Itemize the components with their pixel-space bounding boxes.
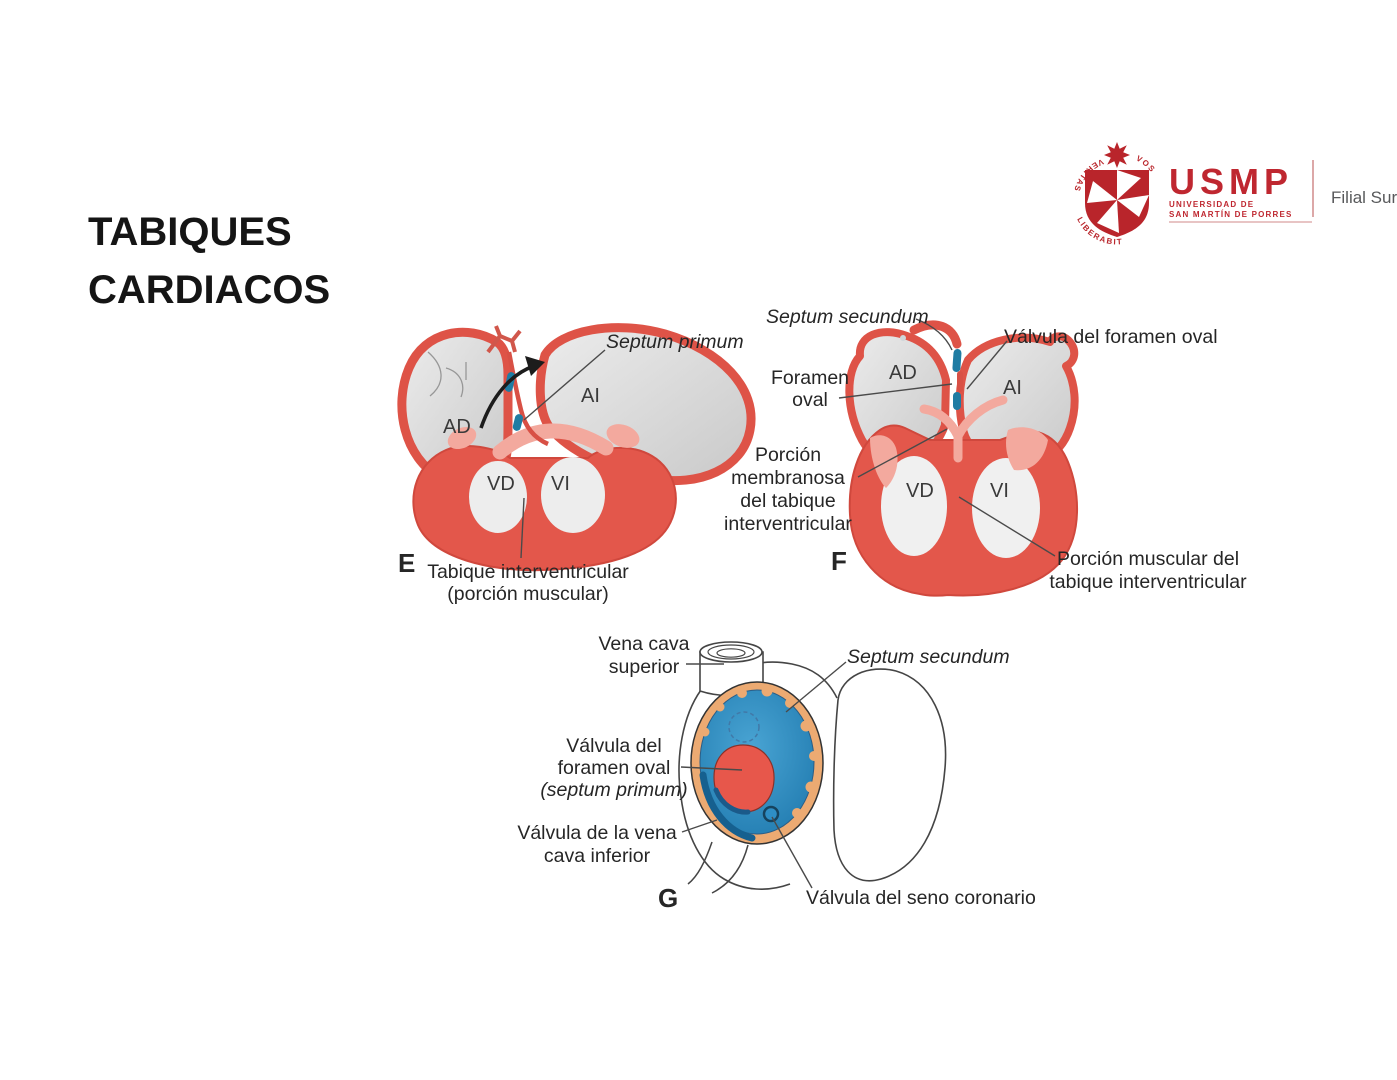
label-porcion-membranosa-f: Porción membranosa del tabique intervent… <box>713 444 863 536</box>
right-atrium-e <box>397 327 513 490</box>
branch-label: Filial Sur <box>1331 188 1397 207</box>
membranosa-line3: del tabique <box>740 490 836 512</box>
heart-diagram-e <box>397 323 756 572</box>
flow-arrowhead-e <box>525 356 545 376</box>
left-atrium-f <box>955 332 1079 472</box>
leader-tabique-e <box>520 497 525 559</box>
valvula-foramen-line2: foramen oval <box>557 757 671 779</box>
university-name-line2: SAN MARTÍN DE PORRES <box>1169 210 1293 219</box>
ventricular-wall-e <box>412 445 677 572</box>
label-ai-f: AI <box>1003 377 1022 399</box>
coronary-sinus-hole-g <box>762 805 780 823</box>
panel-letter-g: G <box>658 883 679 913</box>
label-valvula-foramen-g: Válvula del foramen oval (septum primum) <box>534 735 694 801</box>
star-icon <box>1104 142 1130 168</box>
foramen-valve-red-g <box>713 744 775 813</box>
superior-vena-cava-tube-g <box>699 651 764 697</box>
label-vi-f: VI <box>990 480 1009 502</box>
caption-tabique-e: Tabique interventricular (porción muscul… <box>418 561 638 605</box>
septum-blue-lower-f <box>953 392 961 410</box>
atrial-notch-e <box>486 325 522 354</box>
label-porcion-muscular-f: Porción muscular del tabique interventri… <box>1038 548 1258 594</box>
vena-inferior-line1: Válvula de la vena <box>517 822 677 844</box>
page-title: TABIQUES CARDIACOS <box>88 203 330 319</box>
caption-tabique-line1: Tabique interventricular <box>427 561 629 583</box>
label-septum-secundum-f: Septum secundum <box>766 306 929 328</box>
title-line-1: TABIQUES <box>88 210 292 254</box>
leader-membranosa-f <box>857 428 948 478</box>
septum-primum-line <box>506 351 549 447</box>
septum-blue-upper-e <box>504 372 516 392</box>
scalloped-edge-g <box>700 685 819 818</box>
inferior-vena-cava-outline-g <box>687 841 749 894</box>
valvula-foramen-line1: Válvula del <box>566 735 662 757</box>
valvula-foramen-line3: (septum primum) <box>540 779 688 801</box>
vena-inferior-line2: cava inferior <box>543 845 651 867</box>
label-vena-cava-g: Vena cava superior <box>584 633 704 679</box>
usmp-wordmark: USMP <box>1169 161 1293 202</box>
cushion-left-f <box>870 435 898 488</box>
cushion-right-e <box>606 424 640 448</box>
label-vd-e: VD <box>487 473 515 495</box>
panel-letter-f: F <box>831 546 847 576</box>
valve-shadow-g <box>713 787 751 815</box>
atrial-notch-f <box>900 335 906 341</box>
leader-septum-secundum-g <box>785 661 847 713</box>
university-name-line1: UNIVERSIDAD DE <box>1169 200 1254 209</box>
heart-diagram-g <box>678 641 947 894</box>
dashed-circle-g <box>728 711 760 743</box>
membranosa-line1: Porción <box>754 444 822 466</box>
flow-arrow-e <box>479 364 535 429</box>
leader-vena-inferior-g <box>681 819 718 833</box>
fossa-rim-orange-g <box>690 681 824 845</box>
leader-foramen-oval-f <box>838 383 953 399</box>
heart-outline-right-g <box>832 668 947 882</box>
leader-seno-coronario-g <box>771 816 813 889</box>
label-foramen-oval-f: Foramen oval <box>765 367 855 411</box>
right-atrium-f <box>845 328 950 470</box>
septum-blue-upper-f <box>952 349 962 372</box>
label-ai-e: AI <box>581 385 600 407</box>
caption-tabique-line2: (porción muscular) <box>447 583 609 605</box>
title-line-2: CARDIACOS <box>88 268 331 312</box>
leader-valvula-foramen-f <box>966 340 1008 390</box>
foramen-valve-f <box>919 395 1008 463</box>
right-ventricle-chamber-f <box>881 456 947 556</box>
label-valvula-foramen-f: Válvula del foramen oval <box>1004 326 1218 348</box>
atrial-appendage-outline-g <box>711 661 838 699</box>
heart-outline-left-g <box>678 689 791 890</box>
blue-shadow-crescent-g <box>699 771 756 842</box>
usmp-logo: VERITAS LIBERABIT VOS USMP UNIVERSIDAD D… <box>1072 142 1397 247</box>
label-ad-f: AD <box>889 362 917 384</box>
membranosa-line2: membranosa <box>731 467 845 489</box>
left-ventricle-chamber-f <box>972 458 1040 558</box>
muscular-line2: tabique interventricular <box>1049 571 1247 593</box>
trabeculae-detail-e <box>427 351 467 398</box>
membranosa-line4: interventricular <box>724 513 852 535</box>
muscular-line1: Porción muscular del <box>1056 548 1240 570</box>
usmp-shield-icon: VERITAS LIBERABIT VOS <box>1072 142 1156 247</box>
label-vi-e: VI <box>551 473 570 495</box>
label-septum-secundum-g: Septum secundum <box>847 646 1010 668</box>
panel-letter-e: E <box>398 548 416 578</box>
cushion-right-f <box>1006 427 1048 471</box>
label-septum-primum: Septum primum <box>606 331 744 353</box>
right-ventricle-chamber-e <box>469 461 527 533</box>
septum-red-mid-f <box>957 371 963 392</box>
label-ad-e: AD <box>443 416 471 438</box>
septum-secundum-blue-g <box>699 689 815 835</box>
label-vd-f: VD <box>906 480 934 502</box>
septum-blue-lower-e <box>512 414 523 431</box>
label-seno-coronario-g: Válvula del seno coronario <box>806 887 1036 909</box>
foramen-line2: oval <box>792 389 828 411</box>
foramen-line1: Foramen <box>770 367 850 389</box>
vena-cava-opening-g <box>699 641 763 663</box>
label-vena-inferior-g: Válvula de la vena cava inferior <box>512 822 682 868</box>
endocardial-cushion-e <box>492 423 614 460</box>
vena-cava-line2: superior <box>608 656 680 678</box>
vena-cava-line1: Vena cava <box>598 633 690 655</box>
